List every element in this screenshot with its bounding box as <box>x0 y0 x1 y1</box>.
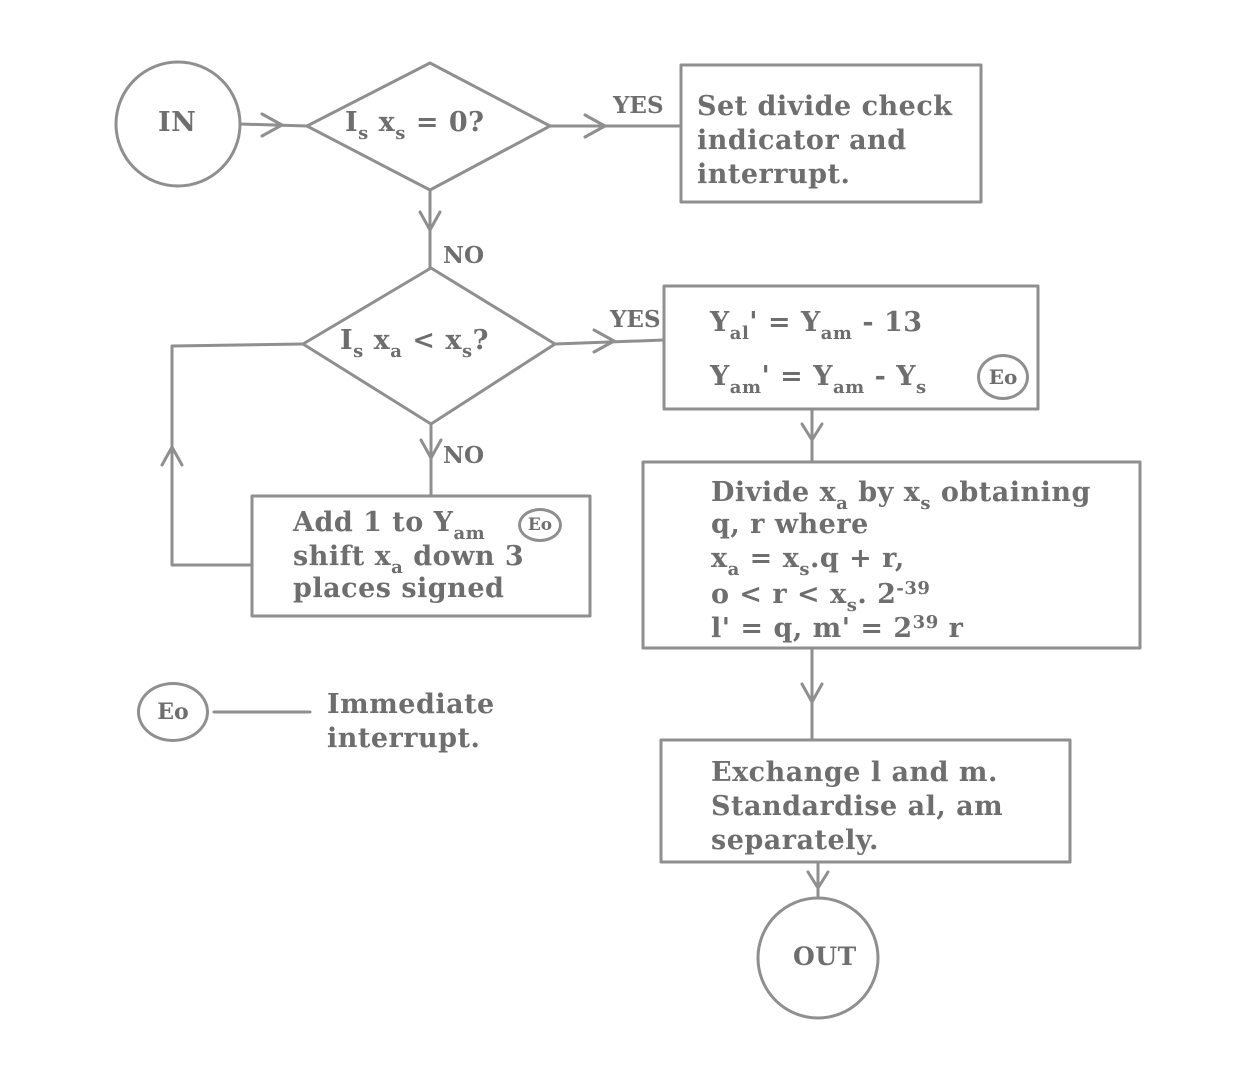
decision-compare-text: Is xa < xs? <box>340 325 489 362</box>
arrowhead <box>806 870 830 890</box>
arrowhead <box>800 422 824 442</box>
arrowhead <box>419 438 443 460</box>
box-exchange-line-2: Standardise al, am <box>711 791 1004 822</box>
box-add-shift-line-2: shift xa down 3 <box>293 541 525 578</box>
box-divide-line-4: o < r < xs. 2-39 <box>711 578 931 616</box>
connector-loop-back <box>170 342 305 567</box>
box-add-shift-line-1: Add 1 to Yam <box>293 507 486 544</box>
arrowhead <box>583 113 607 139</box>
eo-marker-add-shift: Eo <box>518 508 562 542</box>
box-divide-frame <box>641 460 1142 650</box>
box-y-update-frame <box>662 284 1040 411</box>
in-terminal-label: IN <box>158 107 197 138</box>
no-label-decision2: NO <box>443 442 485 469</box>
legend-text-line-1: Immediate <box>327 689 495 720</box>
no-label-decision1: NO <box>443 242 485 269</box>
arrowhead <box>592 328 616 354</box>
box-divide-check-line-1: Set divide check <box>697 91 953 122</box>
box-y-update-line-1: Yal' = Yam - 13 <box>710 307 923 344</box>
legend-eo-symbol: Eo <box>137 682 209 742</box>
arrowhead <box>800 682 824 704</box>
box-exchange-line-1: Exchange l and m. <box>711 757 998 788</box>
box-divide-line-2: q, r where <box>711 509 869 540</box>
legend-text-line-2: interrupt. <box>327 723 481 754</box>
box-add-shift-line-3: places signed <box>293 573 505 604</box>
box-divide-check-line-3: interrupt. <box>697 159 851 190</box>
box-divide-line-1: Divide xa by xs obtaining <box>711 477 1091 514</box>
decision-zero-text: Is xs = 0? <box>345 107 485 144</box>
yes-label-decision2: YES <box>610 306 661 333</box>
arrowhead <box>160 445 184 467</box>
box-divide-line-5: l' = q, m' = 239 r <box>711 612 964 644</box>
out-terminal-label: OUT <box>793 942 857 971</box>
yes-label-decision1: YES <box>613 92 664 119</box>
box-divide-line-3: xa = xs.q + r, <box>711 543 905 580</box>
eo-marker-y-update: Eo <box>977 354 1029 400</box>
arrowhead <box>418 210 442 232</box>
box-divide-check-frame <box>679 63 983 204</box>
box-y-update-line-2: Yam' = Yam - Ys <box>710 361 927 398</box>
arrowhead <box>260 112 284 138</box>
box-add-shift-frame <box>250 494 592 618</box>
box-exchange-line-3: separately. <box>711 825 879 856</box>
connector-in-to-decision1 <box>238 122 309 128</box>
box-divide-check-line-2: indicator and <box>697 125 907 156</box>
box-exchange-frame <box>659 738 1072 864</box>
